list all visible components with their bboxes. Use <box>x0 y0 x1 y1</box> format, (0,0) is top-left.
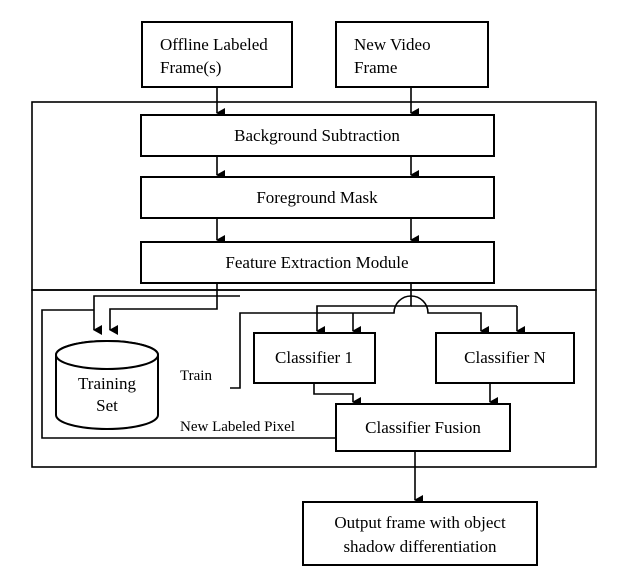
feature-extraction-label: Feature Extraction Module <box>225 253 408 272</box>
classifier-fusion-label: Classifier Fusion <box>365 418 481 437</box>
arrow-classifier1-to-fusion <box>313 383 361 407</box>
arrow-features-to-classifier1 <box>316 283 412 336</box>
foreground-mask-label: Foreground Mask <box>256 188 378 207</box>
classifier-1-node: Classifier 1 <box>253 332 376 384</box>
classifier-fusion-node: Classifier Fusion <box>335 403 511 452</box>
classifier-n-node: Classifier N <box>435 332 575 384</box>
output-frame-line1: Output frame with object <box>334 513 506 532</box>
arrow-labels-to-training <box>93 295 240 335</box>
new-video-frame-node: New Video Frame <box>335 21 489 88</box>
feedback-new-labeled-pixel <box>41 309 336 439</box>
background-subtraction-node: Background Subtraction <box>140 114 495 157</box>
new-labeled-pixel-label: New Labeled Pixel <box>180 419 295 435</box>
classifier-1-label: Classifier 1 <box>275 348 353 367</box>
offline-frames-line1: Offline Labeled <box>160 35 268 54</box>
training-set-line1: Training <box>78 374 136 393</box>
training-set-node: Training Set <box>55 340 159 430</box>
training-set-line2: Set <box>96 396 118 415</box>
output-frame-node: Output frame with object shadow differen… <box>302 501 538 566</box>
train-edge-label: Train <box>180 368 212 384</box>
new-video-frame-line1: New Video <box>354 35 431 54</box>
background-subtraction-label: Background Subtraction <box>234 126 400 145</box>
output-frame-line2: shadow differentiation <box>343 537 497 556</box>
arrow-train-to-classifierN <box>230 295 489 389</box>
feature-extraction-node: Feature Extraction Module <box>140 241 495 284</box>
offline-labeled-frames-node: Offline Labeled Frame(s) <box>141 21 293 88</box>
lower-classification-frame <box>31 289 597 468</box>
offline-frames-line2: Frame(s) <box>160 58 221 77</box>
classifier-n-label: Classifier N <box>464 348 546 367</box>
new-video-frame-line2: Frame <box>354 58 397 77</box>
foreground-mask-node: Foreground Mask <box>140 176 495 219</box>
